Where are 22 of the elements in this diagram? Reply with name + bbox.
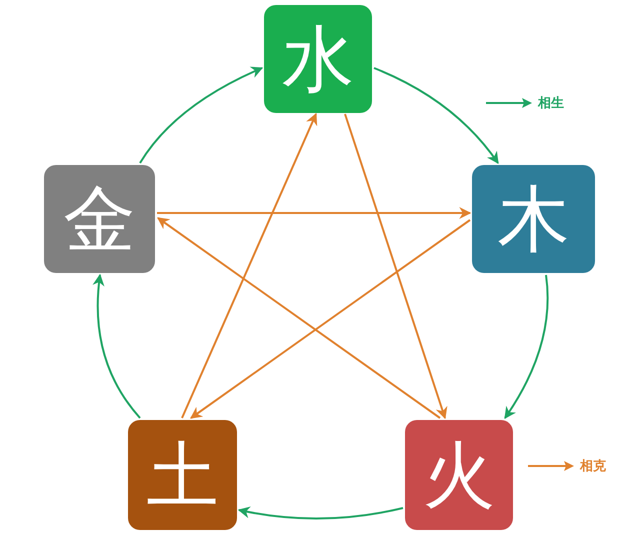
element-character: 土 [146,439,218,511]
arrow [190,219,471,419]
arrow [238,506,404,520]
arrow [504,274,549,419]
arrow [157,207,472,219]
element-character: 金 [64,183,136,255]
arrow [374,67,499,164]
element-box [44,165,155,273]
element-box [472,165,595,273]
legend-label: 相克 [580,458,606,475]
legend-label: 相生 [538,95,564,112]
element-character: 木 [498,183,570,255]
arrow [157,217,441,419]
arrow [139,66,264,164]
element-box [405,420,513,530]
element-box [264,5,372,113]
element-character: 水 [282,23,354,95]
arrow [92,274,141,419]
element-character: 火 [423,439,495,511]
element-box [128,420,237,530]
arrow [344,114,448,420]
arrow [181,112,318,418]
